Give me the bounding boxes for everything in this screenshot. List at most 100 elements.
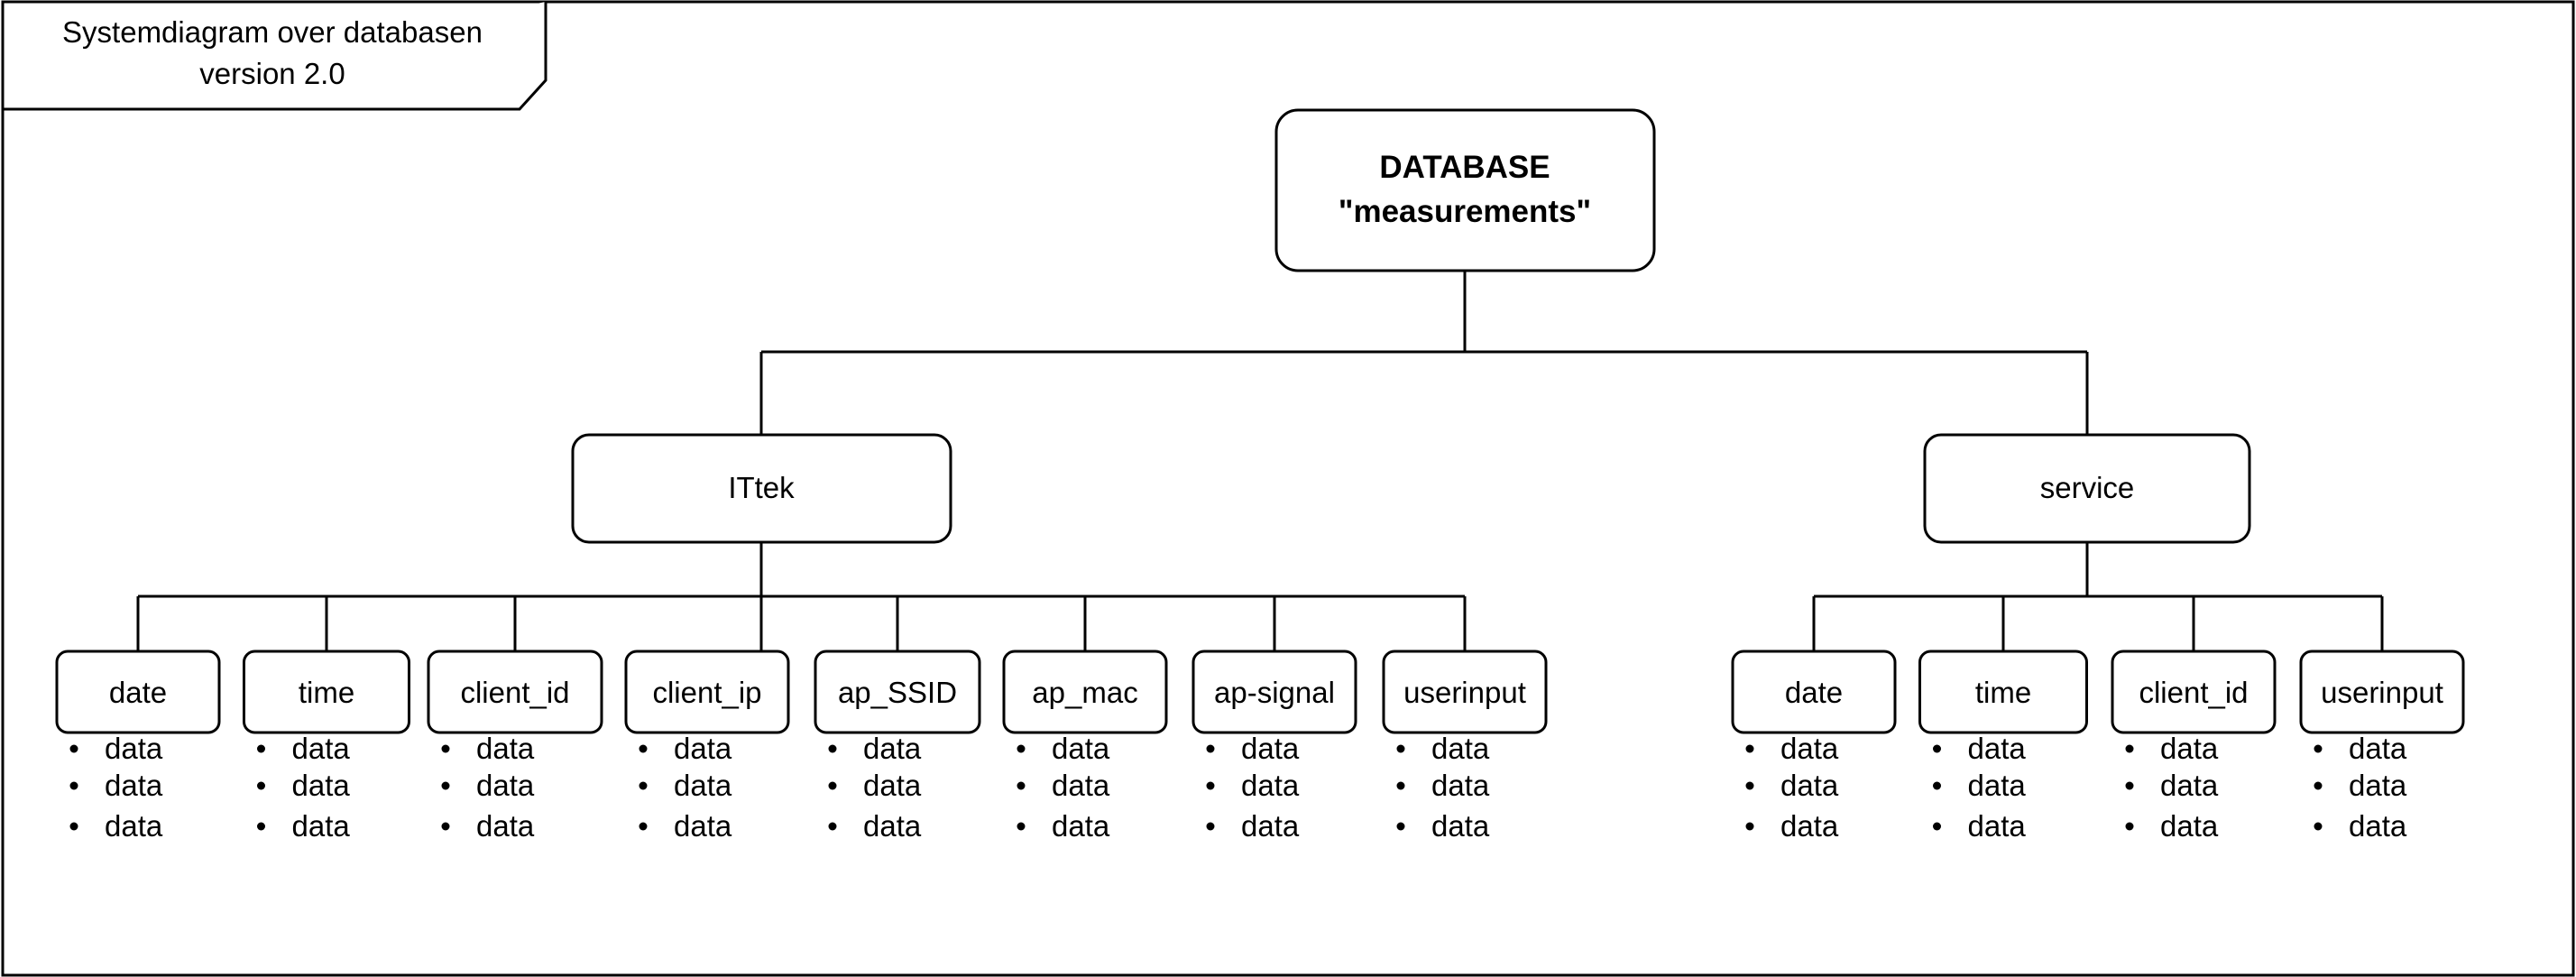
field-item: data <box>1780 769 1839 802</box>
table-box <box>2299 650 2465 734</box>
frame-title-tab <box>3 2 547 111</box>
frame-title-line-2: version 2.0 <box>199 57 345 90</box>
bullet-icon <box>1933 744 1941 753</box>
table-box <box>624 650 790 734</box>
field-item: data <box>1780 809 1839 843</box>
bullet-icon <box>257 822 265 831</box>
table-name: date <box>109 676 167 709</box>
group-node-ittek-label: ITtek <box>728 471 795 504</box>
field-item: data <box>863 732 922 765</box>
table-box <box>814 650 981 734</box>
table-name: time <box>299 676 354 709</box>
bullet-icon <box>1206 781 1215 790</box>
field-item: data <box>476 809 535 843</box>
field-item: data <box>2349 769 2407 802</box>
group-node-service: service <box>1923 433 2251 544</box>
table-box <box>1382 650 1548 734</box>
field-item: data <box>292 769 351 802</box>
field-item: data <box>105 809 163 843</box>
field-item: data <box>105 732 163 765</box>
bullet-icon <box>1745 822 1754 831</box>
table-node-service-time: time data data data <box>1918 650 2088 843</box>
field-item: data <box>1052 769 1110 802</box>
table-box <box>1191 650 1357 734</box>
root-node-subtitle: "measurements" <box>1339 194 1591 229</box>
root-node: DATABASE "measurements" <box>1274 108 1656 272</box>
field-item: data <box>1780 732 1839 765</box>
field-item: data <box>1241 769 1300 802</box>
bullet-icon <box>1745 744 1754 753</box>
field-item: data <box>1431 769 1490 802</box>
table-name: userinput <box>1403 676 1526 709</box>
bullet-icon <box>639 781 648 790</box>
bullet-icon <box>1017 744 1026 753</box>
table-name: ap-signal <box>1214 676 1335 709</box>
field-item: data <box>1968 769 2027 802</box>
group-node-service-label: service <box>2040 471 2135 504</box>
bullet-icon <box>441 822 450 831</box>
table-name: time <box>1975 676 2031 709</box>
field-item: data <box>476 732 535 765</box>
field-item: data <box>292 809 351 843</box>
field-item: data <box>1968 732 2027 765</box>
table-box <box>1918 650 2088 734</box>
table-name: client_ip <box>652 676 761 709</box>
connectors <box>136 270 2384 651</box>
field-item: data <box>2160 732 2219 765</box>
bullet-icon <box>2125 744 2134 753</box>
bullet-icon <box>2314 822 2323 831</box>
bullet-icon <box>828 822 837 831</box>
table-box <box>2111 650 2277 734</box>
bullet-icon <box>639 744 648 753</box>
bullet-icon <box>1933 781 1941 790</box>
bullet-icon <box>1396 822 1405 831</box>
table-node-ittek-time: time data data data <box>243 650 410 843</box>
field-item: data <box>2160 809 2219 843</box>
field-item: data <box>1431 809 1490 843</box>
bullet-icon <box>2314 781 2323 790</box>
field-item: data <box>674 769 732 802</box>
bullet-icon <box>441 781 450 790</box>
bullet-icon <box>257 781 265 790</box>
field-item: data <box>2160 769 2219 802</box>
field-item: data <box>1052 809 1110 843</box>
table-name: ap_SSID <box>838 676 957 709</box>
bullet-icon <box>1396 781 1405 790</box>
table-name: userinput <box>2321 676 2443 709</box>
table-name: client_id <box>2139 676 2248 709</box>
table-box <box>1002 650 1168 734</box>
bullet-icon <box>257 744 265 753</box>
field-item: data <box>863 809 922 843</box>
bullet-icon <box>2314 744 2323 753</box>
bullet-icon <box>828 744 837 753</box>
frame-title-line-1: Systemdiagram over databasen <box>62 15 483 49</box>
bullet-icon <box>1206 822 1215 831</box>
bullet-icon <box>1745 781 1754 790</box>
table-box <box>427 650 603 734</box>
bullet-icon <box>2125 781 2134 790</box>
bullet-icon <box>69 744 78 753</box>
table-nodes: date data data data time data data data client_i… <box>55 650 2465 843</box>
bullet-icon <box>828 781 837 790</box>
field-item: data <box>674 732 732 765</box>
field-item: data <box>1052 732 1110 765</box>
field-item: data <box>292 732 351 765</box>
table-name: ap_mac <box>1032 676 1137 709</box>
field-item: data <box>1241 732 1300 765</box>
bullet-icon <box>1017 781 1026 790</box>
bullet-icon <box>69 781 78 790</box>
table-box <box>55 650 221 734</box>
field-item: data <box>1968 809 2027 843</box>
field-item: data <box>2349 809 2407 843</box>
bullet-icon <box>2125 822 2134 831</box>
